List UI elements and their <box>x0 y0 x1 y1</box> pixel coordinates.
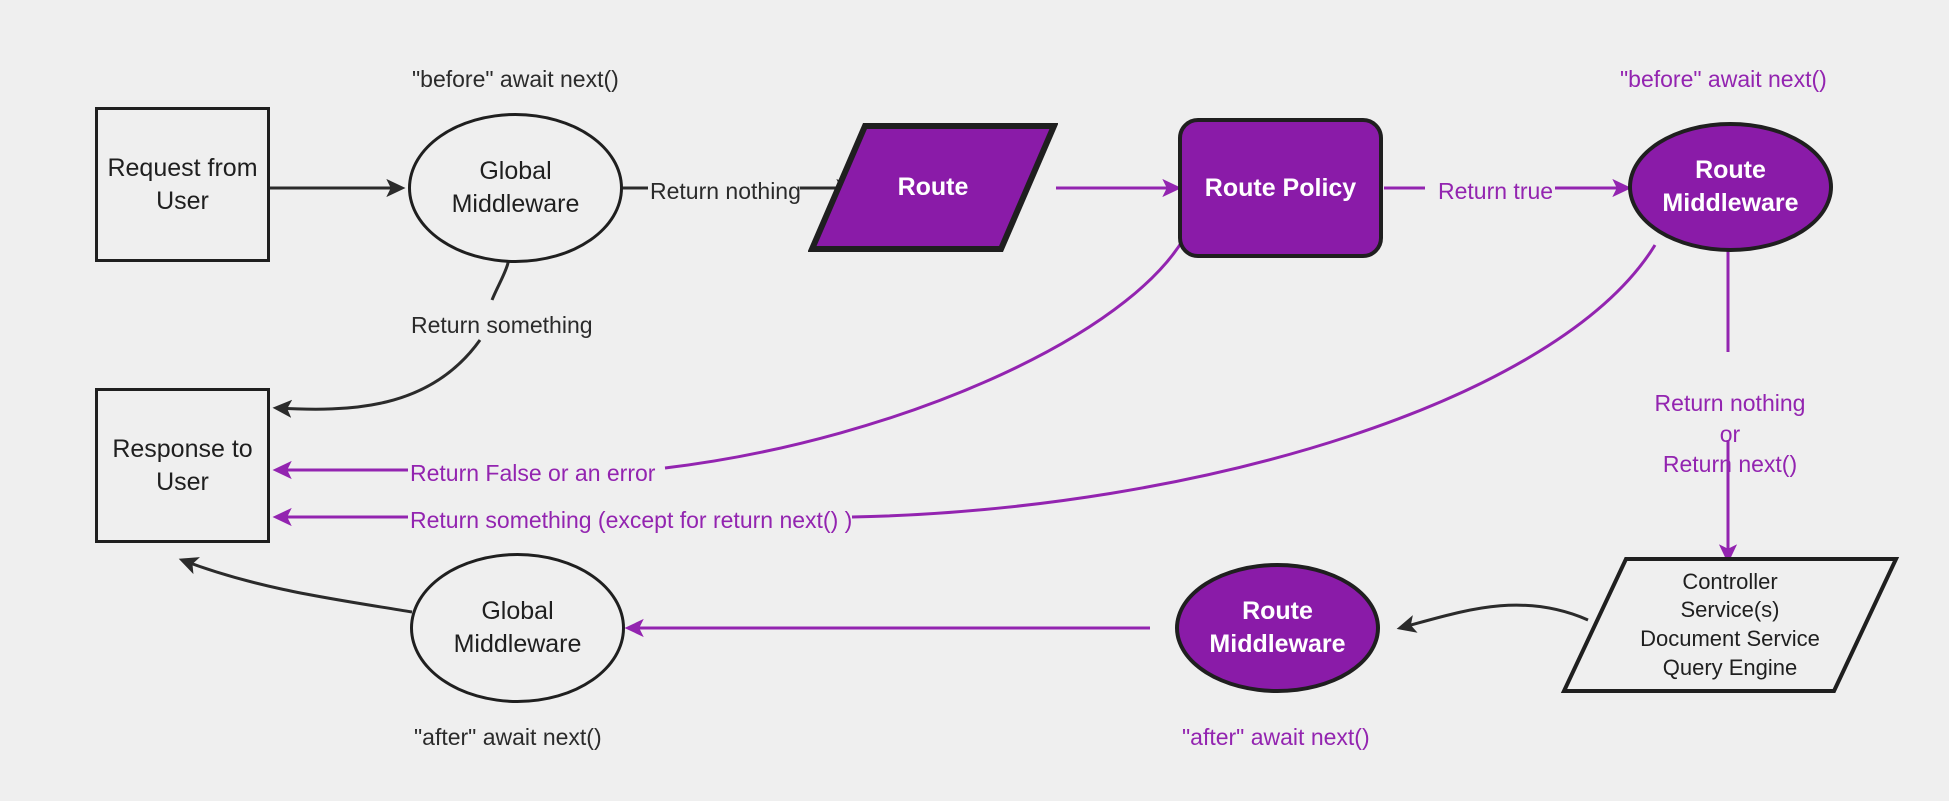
label-return-false-or-error: Return False or an error <box>410 460 656 486</box>
label-return-nothing: Return nothing <box>650 178 801 204</box>
edge-global-middleware-bottom-to-response <box>178 557 413 614</box>
node-route-middleware-bottom-label: Route Middleware <box>1209 597 1346 658</box>
node-global-middleware-bottom-label: Global Middleware <box>453 597 582 658</box>
node-route-middleware-top-label: Route Middleware <box>1662 156 1799 217</box>
route-parallelogram-shape <box>807 123 1059 252</box>
annotation-before-await-next-route: "before" await next() <box>1620 66 1827 92</box>
node-response-to-user-label: Response to User <box>112 434 253 496</box>
node-global-middleware-top-label: Global Middleware <box>451 157 580 218</box>
controller-parallelogram-shape <box>1560 557 1900 693</box>
node-route[interactable]: Route <box>807 120 1059 255</box>
edge-controller-to-route-middleware-bottom <box>1396 603 1589 633</box>
node-route-policy-label: Route Policy <box>1204 173 1357 202</box>
edge-route-policy-to-response-false <box>664 219 1195 470</box>
annotation-before-await-next-global: "before" await next() <box>412 66 619 92</box>
node-response-to-user[interactable]: Response to User <box>95 388 270 543</box>
edge-return-something-to-response <box>272 339 482 418</box>
label-return-nothing-or-next: Return nothing or Return next() <box>1654 390 1806 478</box>
node-controller-stack[interactable]: Controller Service(s) Document Service Q… <box>1560 555 1900 695</box>
label-return-true: Return true <box>1438 178 1554 204</box>
label-return-something-except-next: Return something (except for return next… <box>410 507 853 533</box>
node-request-from-user-label: Request from User <box>107 153 258 215</box>
node-route-policy[interactable]: Route Policy <box>1178 118 1383 258</box>
label-return-something: Return something <box>411 312 593 338</box>
node-route-middleware-top[interactable]: Route Middleware <box>1628 122 1833 252</box>
annotation-after-await-next-global: "after" await next() <box>414 724 602 750</box>
annotation-after-await-next-route: "after" await next() <box>1182 724 1370 750</box>
edge-route-middleware-to-response-something <box>851 244 1657 519</box>
node-global-middleware-top[interactable]: Global Middleware <box>408 113 623 263</box>
node-request-from-user[interactable]: Request from User <box>95 107 270 262</box>
node-global-middleware-bottom[interactable]: Global Middleware <box>410 553 625 703</box>
node-route-middleware-bottom[interactable]: Route Middleware <box>1175 563 1380 693</box>
